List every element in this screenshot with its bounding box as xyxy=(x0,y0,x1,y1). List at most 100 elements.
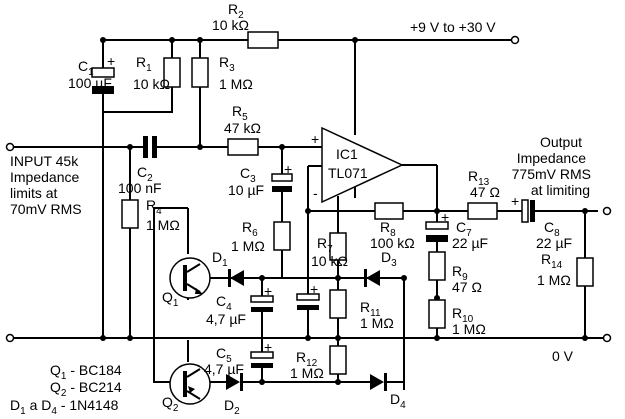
r12-ref: R12 xyxy=(296,349,318,369)
output-label: Output Impedance 775mV RMS at limiting xyxy=(512,134,591,198)
output-terminal xyxy=(602,206,612,216)
d2-symbol xyxy=(226,373,243,391)
c4-body xyxy=(250,295,274,312)
r7-body xyxy=(329,232,347,261)
d1-symbol xyxy=(228,269,244,287)
d3-symbol xyxy=(364,269,380,287)
c4-value: 4,7 µF xyxy=(206,311,246,327)
ic1-triangle xyxy=(321,126,404,204)
op-amp: IC1 TL071 + - xyxy=(311,126,404,204)
polarity-marks: + + + + + + + xyxy=(107,53,519,355)
q1-ref: Q1 xyxy=(162,289,179,309)
c8-plus: + xyxy=(511,193,519,209)
svg-text:775mV RMS: 775mV RMS xyxy=(512,166,591,182)
c5-plus: + xyxy=(264,339,272,355)
r13-ref: R13 xyxy=(468,168,490,188)
r2-ref: R2 xyxy=(228,1,244,21)
r10-value: 1 MΩ xyxy=(452,321,486,337)
r1-value: 10 kΩ xyxy=(133,76,170,92)
r4-value: 1 MΩ xyxy=(146,217,180,233)
svg-text:Output: Output xyxy=(540,134,582,150)
c3-plus: + xyxy=(284,161,292,177)
r3-value: 1 MΩ xyxy=(219,76,253,92)
parts-list-item: Q2 - BC214 xyxy=(50,379,122,399)
c6-plus: + xyxy=(310,281,318,297)
ground-terminal-right xyxy=(602,333,612,343)
r4-ref: R4 xyxy=(146,197,162,217)
svg-text:Impedance: Impedance xyxy=(517,150,586,166)
r13-body xyxy=(467,202,498,220)
c2-value: 100 nF xyxy=(118,180,162,196)
r2-body xyxy=(247,31,279,49)
parts-list-item: Q1 - BC184 xyxy=(50,362,122,382)
diodes xyxy=(226,269,387,391)
c7-plus: + xyxy=(441,209,449,225)
r5-body xyxy=(227,138,259,156)
c4-ref: C4 xyxy=(216,293,232,313)
c2-body xyxy=(143,136,157,158)
c4-plus: + xyxy=(264,283,272,299)
capacitor-bodies xyxy=(91,67,535,368)
c8-ref: C8 xyxy=(544,219,560,239)
r9-value: 47 Ω xyxy=(452,279,482,295)
c3-body xyxy=(271,173,293,192)
input-terminal xyxy=(5,142,15,152)
q2-symbol xyxy=(169,363,211,405)
c7-ref: C7 xyxy=(456,219,472,239)
r6-body xyxy=(273,221,291,251)
r7-ref: R7 xyxy=(317,235,333,255)
svg-text:at limiting: at limiting xyxy=(531,182,590,198)
r2-value: 10 kΩ xyxy=(212,17,249,33)
r6-value: 1 MΩ xyxy=(231,238,265,254)
c8-value: 22 µF xyxy=(536,235,572,251)
c3-value: 10 µF xyxy=(228,182,264,198)
r3-body xyxy=(191,57,209,88)
ic1-name: IC1 xyxy=(336,146,358,162)
c5-body xyxy=(250,351,274,368)
r1-body xyxy=(163,57,181,88)
r4-body xyxy=(121,199,139,229)
svg-text:70mV RMS: 70mV RMS xyxy=(10,201,82,217)
r5-ref: R5 xyxy=(232,103,248,123)
d4-symbol xyxy=(370,373,387,391)
r14-body xyxy=(576,257,594,287)
r11-body xyxy=(329,289,347,319)
ic1-plus: + xyxy=(311,131,319,147)
c7-value: 22 µF xyxy=(452,235,488,251)
ground-label: 0 V xyxy=(552,348,574,364)
c8-body xyxy=(521,199,535,223)
d3-ref: D3 xyxy=(381,249,397,269)
c1-plus: + xyxy=(107,53,115,69)
r9-ref: R9 xyxy=(452,263,468,283)
svg-text:Impedance: Impedance xyxy=(10,169,79,185)
c7-body xyxy=(425,221,449,242)
r14-ref: R14 xyxy=(541,251,563,271)
c1-body xyxy=(91,67,115,94)
input-label: INPUT 45k Impedance limits at 70mV RMS xyxy=(10,153,82,217)
q2-ref: Q2 xyxy=(162,394,179,414)
r11-ref: R11 xyxy=(360,299,381,319)
svg-text:INPUT 45k: INPUT 45k xyxy=(10,153,79,169)
r8-ref: R8 xyxy=(380,219,396,239)
d2-ref: D2 xyxy=(224,397,240,417)
terminals xyxy=(5,35,612,343)
junction-dots xyxy=(100,37,588,385)
r11-value: 1 MΩ xyxy=(360,315,394,331)
parts-list-item: D1 a D4 - 1N4148 xyxy=(10,397,119,417)
c6-body xyxy=(296,293,320,310)
r13-value: 47 Ω xyxy=(470,184,500,200)
r10-body xyxy=(428,299,446,329)
r9-body xyxy=(428,251,446,281)
supply-label: +9 V to +30 V xyxy=(410,19,496,35)
r8-value: 100 kΩ xyxy=(370,235,415,251)
c2-ref: C2 xyxy=(137,164,153,184)
transistors xyxy=(169,257,211,405)
c5-value: 4,7 µF xyxy=(204,361,244,377)
c1-ref: C1 xyxy=(78,58,94,78)
r14-value: 1 MΩ xyxy=(537,272,571,288)
r10-ref: R10 xyxy=(452,305,474,325)
ic1-part: TL071 xyxy=(328,165,368,181)
